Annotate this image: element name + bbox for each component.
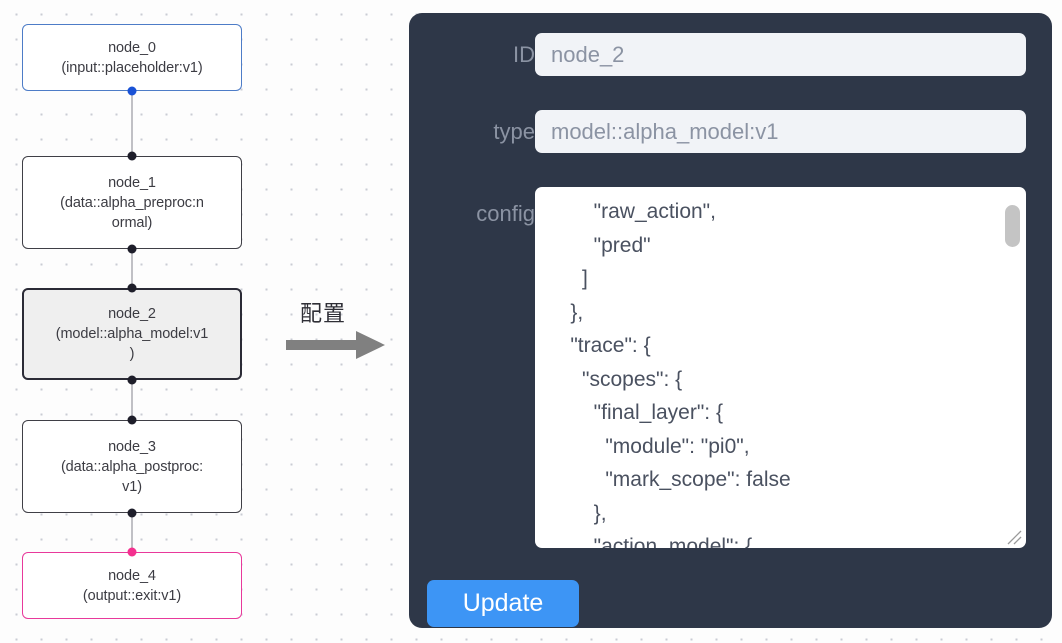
node-handle-target-node_3[interactable] — [127, 415, 137, 425]
node-type-line-1: (model::alpha_model:v1 — [55, 326, 209, 342]
config-scrollbar-thumb[interactable] — [1005, 205, 1020, 247]
node-title: node_3 — [108, 438, 156, 455]
node-handle-source-node_1[interactable] — [127, 244, 137, 254]
update-button[interactable]: Update — [427, 580, 579, 627]
node-type-label: (input::placeholder:v1) — [61, 59, 203, 76]
graph-node-node_0[interactable]: node_0 (input::placeholder:v1) — [22, 24, 242, 91]
annotation-arrow-group: 配置 — [286, 296, 402, 364]
node-title: node_1 — [108, 174, 156, 191]
node-type-line-2: v1) — [122, 478, 142, 495]
graph-node-node_3[interactable]: node_3 (data::alpha_postproc: v1) — [22, 420, 242, 513]
node-type-line-2: ormal) — [111, 214, 153, 231]
id-field-label: ID — [513, 41, 535, 67]
config-textarea[interactable]: "raw_action", "pred" ] }, "trace": { "sc… — [535, 187, 1026, 548]
field-row-type: type — [425, 110, 1036, 153]
node-title: node_2 — [108, 306, 156, 322]
right-arrow-icon — [286, 331, 385, 359]
node-handle-source-node_3[interactable] — [127, 508, 137, 518]
id-input[interactable] — [535, 33, 1026, 76]
config-field-label: config — [476, 201, 535, 226]
graph-node-node_1[interactable]: node_1 (data::alpha_preproc:n ormal) — [22, 156, 242, 249]
node-type-line-1: (data::alpha_postproc: — [60, 458, 204, 475]
node-handle-source-node_0[interactable] — [127, 86, 137, 96]
node-handle-source-node_2[interactable] — [127, 375, 137, 385]
config-textarea-wrapper: "raw_action", "pred" ] }, "trace": { "sc… — [535, 187, 1026, 548]
node-handle-target-node_2[interactable] — [127, 283, 137, 293]
graph-node-node_2[interactable]: node_2 (model::alpha_model:v1 ) — [22, 288, 242, 380]
node-type-label: (output::exit:v1) — [82, 587, 182, 604]
field-row-id: ID — [425, 33, 1036, 76]
node-title: node_4 — [108, 567, 156, 584]
annotation-label: 配置 — [300, 301, 347, 326]
type-field-label: type — [493, 118, 535, 144]
type-input[interactable] — [535, 110, 1026, 153]
node-handle-target-node_4[interactable] — [127, 547, 137, 557]
graph-node-node_4[interactable]: node_4 (output::exit:v1) — [22, 552, 242, 619]
node-config-panel: ID type config "raw_action", "pred" ] },… — [409, 13, 1052, 628]
node-type-line-2: ) — [129, 346, 135, 362]
node-title: node_0 — [108, 39, 156, 56]
config-scrollbar-track[interactable] — [1004, 189, 1024, 546]
resize-grip-icon[interactable] — [1005, 528, 1023, 546]
node-type-line-1: (data::alpha_preproc:n — [60, 194, 204, 211]
node-handle-target-node_1[interactable] — [127, 151, 137, 161]
field-row-config: config "raw_action", "pred" ] }, "trace"… — [425, 187, 1036, 548]
